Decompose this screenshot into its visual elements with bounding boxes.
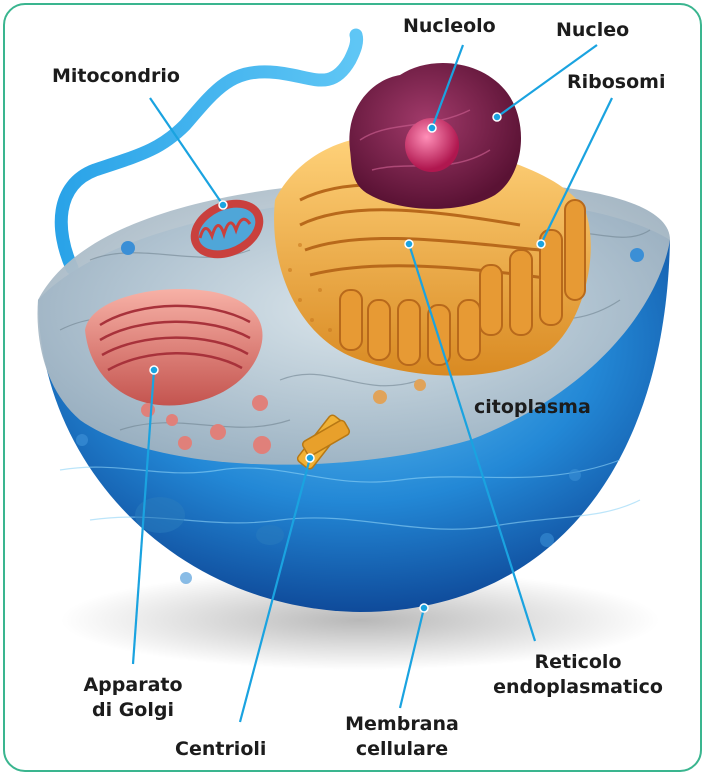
label-apparato-line1: Apparato bbox=[55, 673, 211, 698]
label-apparato-di-golgi: Apparato di Golgi bbox=[55, 673, 211, 723]
label-reticolo-endoplasmatico: Reticolo endoplasmatico bbox=[478, 650, 678, 700]
label-nucleolo: Nucleolo bbox=[403, 14, 496, 39]
label-membrana-cellulare: Membrana cellulare bbox=[316, 712, 488, 762]
label-citoplasma: citoplasma bbox=[474, 395, 591, 420]
label-reticolo-line1: Reticolo bbox=[478, 650, 678, 675]
label-apparato-line2: di Golgi bbox=[55, 698, 211, 723]
label-ribosomi: Ribosomi bbox=[567, 70, 665, 95]
label-mitocondrio: Mitocondrio bbox=[52, 64, 180, 89]
label-membrana-line2: cellulare bbox=[316, 737, 488, 762]
nucleus bbox=[349, 63, 521, 209]
label-nucleo: Nucleo bbox=[556, 18, 629, 43]
label-centrioli: Centrioli bbox=[175, 737, 266, 762]
label-reticolo-line2: endoplasmatico bbox=[478, 675, 678, 700]
label-membrana-line1: Membrana bbox=[316, 712, 488, 737]
